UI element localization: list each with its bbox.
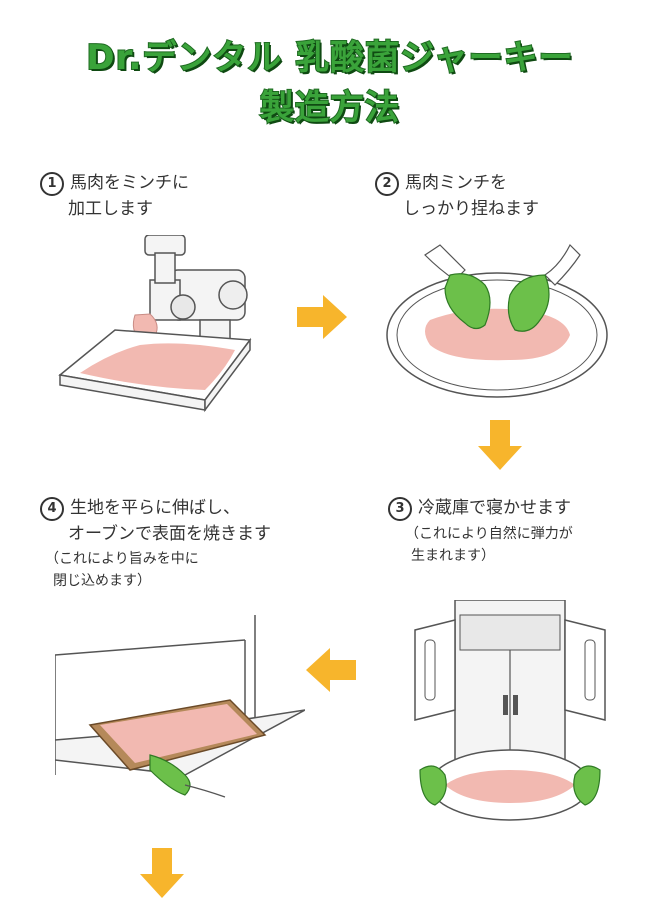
page-title: Dr.デンタル 乳酸菌ジャーキー <box>85 37 574 79</box>
oven-tray-icon <box>55 615 305 798</box>
step-3-note-line2: 生まれます） <box>411 548 495 564</box>
step-2-line2: しっかり捏ねます <box>403 199 539 219</box>
arrow-right-icon <box>297 295 347 339</box>
step-3-number: 3 <box>388 497 412 521</box>
step-3-note: （これにより自然に弾力が 生まれます） <box>405 523 573 567</box>
page-subtitle: 製造方法 <box>259 87 400 129</box>
step-3-note-line1: （これにより自然に弾力が <box>405 526 573 542</box>
step-4-note: （これにより旨みを中に 閉じ込めます） <box>45 548 199 592</box>
arrow-left-icon <box>306 648 356 692</box>
kneading-plate-icon <box>386 243 608 398</box>
step-2-text: 2 馬肉ミンチを しっかり捏ねます <box>375 170 539 222</box>
step-2-line1: 馬肉ミンチを <box>405 173 507 193</box>
step-3-text: 3 冷蔵庫で寝かせます <box>388 495 571 521</box>
refrigerator-icon <box>414 600 606 821</box>
step-1-line2: 加工します <box>68 199 153 219</box>
step-1-line1: 馬肉をミンチに <box>70 173 189 193</box>
arrow-down-icon <box>478 420 522 470</box>
step-1-text: 1 馬肉をミンチに 加工します <box>40 170 189 222</box>
step-3-line1: 冷蔵庫で寝かせます <box>418 498 571 518</box>
step-2-number: 2 <box>375 172 399 196</box>
step-4-note-line1: （これにより旨みを中に <box>45 551 199 567</box>
step-1-number: 1 <box>40 172 64 196</box>
step-4-line2: オーブンで表面を焼きます <box>68 524 271 544</box>
arrow-down-icon <box>140 848 184 898</box>
step-4-line1: 生地を平らに伸ばし、 <box>70 498 240 518</box>
step-4-text: 4 生地を平らに伸ばし、 オーブンで表面を焼きます <box>40 495 271 547</box>
step-4-note-line2: 閉じ込めます） <box>53 573 151 589</box>
step-4-number: 4 <box>40 497 64 521</box>
meat-grinder-icon <box>58 235 252 413</box>
